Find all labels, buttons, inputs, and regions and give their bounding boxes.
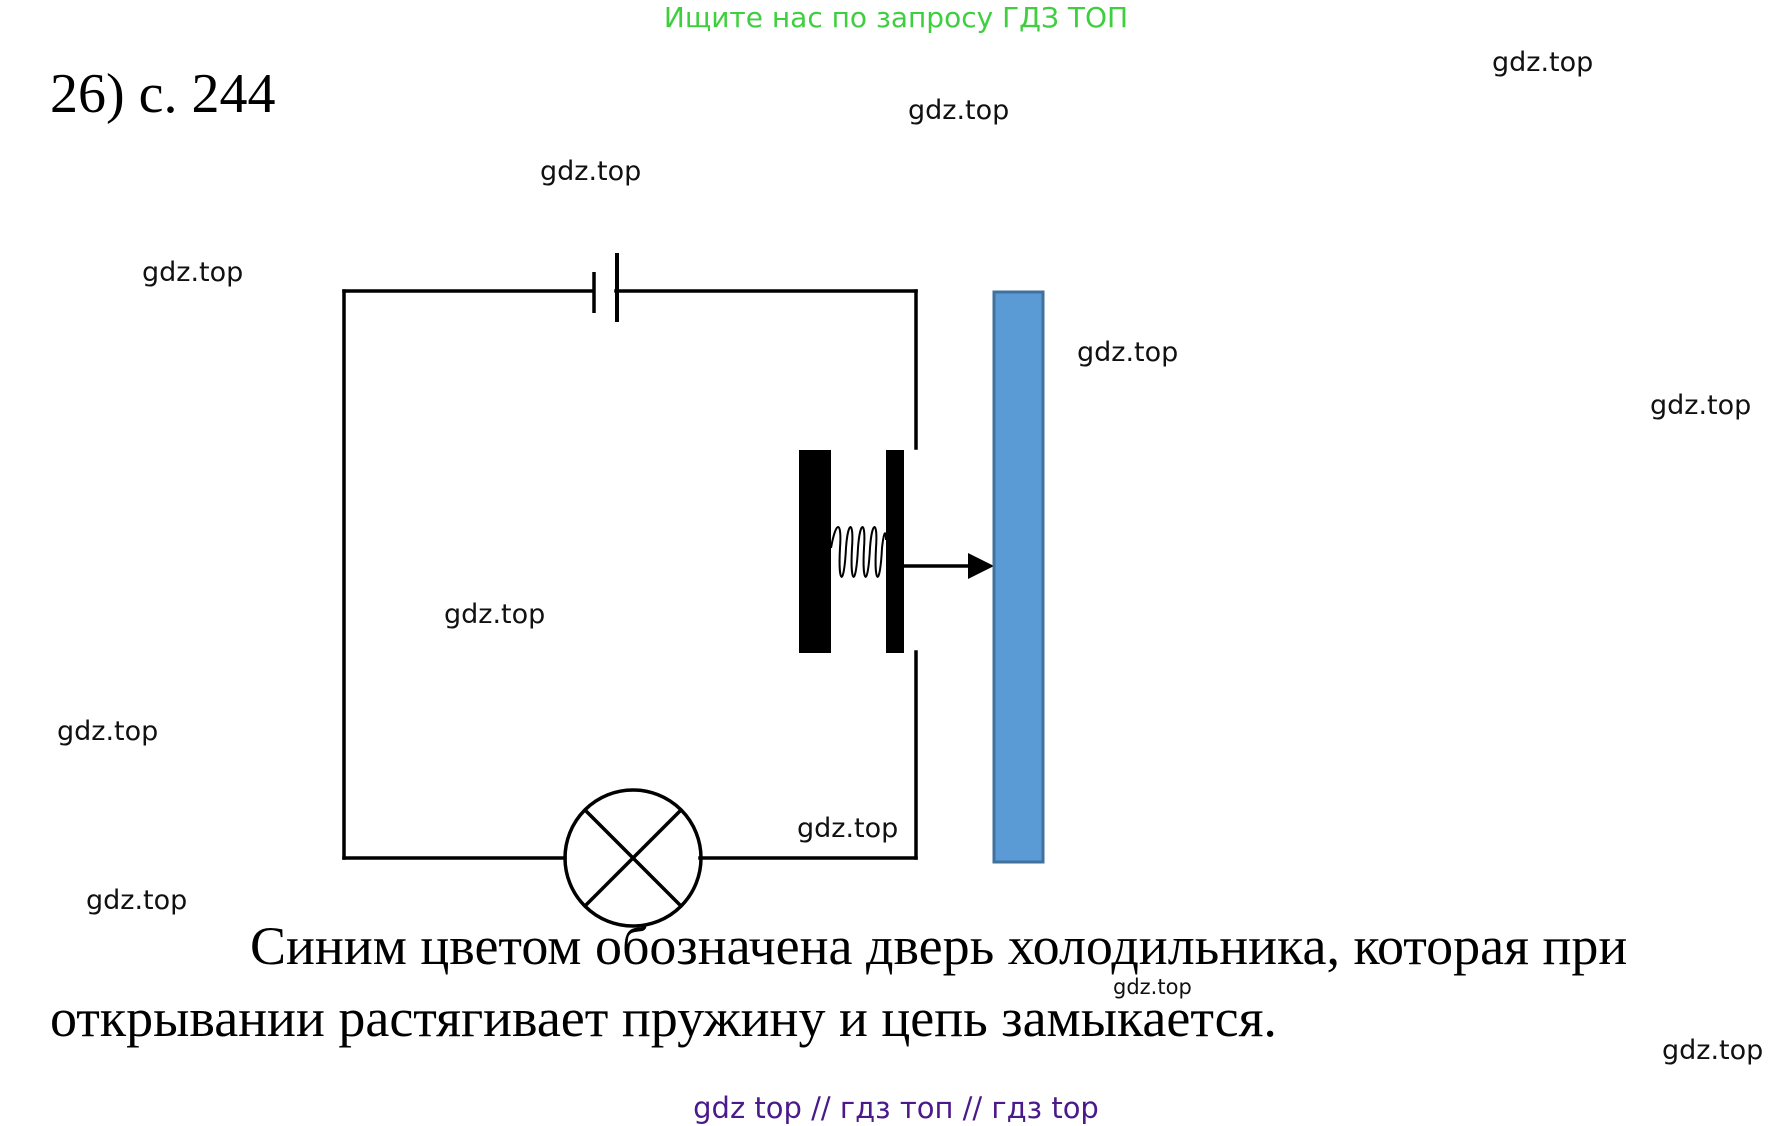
spring <box>830 526 887 578</box>
caption-text: Синим цветом обозначена дверь холодильни… <box>50 916 1628 1048</box>
watermark: gdz.top <box>1650 390 1752 421</box>
watermark: gdz.top <box>540 156 642 187</box>
refrigerator-door <box>992 290 1045 864</box>
exercise-heading: 26) с. 244 <box>50 63 276 125</box>
search-banner: Ищите нас по запросу ГДЗ ТОП <box>663 1 1129 34</box>
arrow-head <box>968 553 994 579</box>
watermark: gdz.top <box>86 885 188 916</box>
footer-links: gdz top // гдз топ // гдз top <box>693 1091 1099 1125</box>
watermark: gdz.top <box>1113 975 1192 999</box>
watermark: gdz.top <box>142 257 244 288</box>
lamp-symbol <box>563 788 703 928</box>
moving-contact-plate <box>886 450 904 653</box>
watermark: gdz.top <box>1492 47 1594 78</box>
watermark: gdz.top <box>908 95 1010 126</box>
fixed-contact-plate <box>799 450 831 653</box>
watermark: gdz.top <box>444 599 546 630</box>
battery-symbol <box>592 253 619 322</box>
watermark: gdz.top <box>1077 337 1179 368</box>
watermark: gdz.top <box>57 716 159 747</box>
watermark: gdz.top <box>797 813 899 844</box>
watermark: gdz.top <box>1662 1035 1764 1066</box>
